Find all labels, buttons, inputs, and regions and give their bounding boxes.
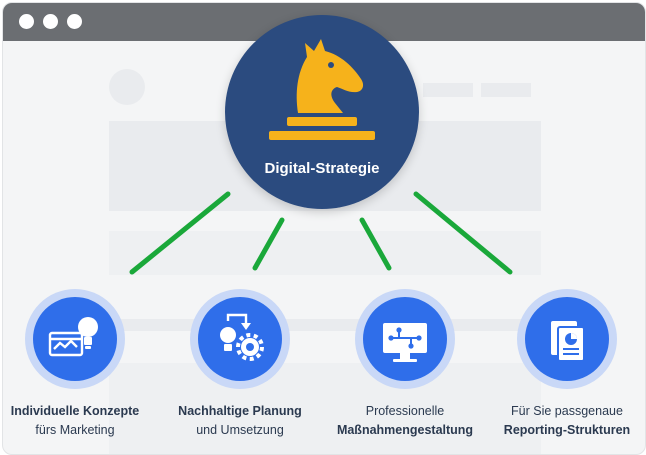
caption-planning: Nachhaltige Planung und Umsetzung	[155, 402, 325, 440]
node-planning	[190, 289, 290, 389]
caption-title: Für Sie passgenaue	[511, 404, 623, 418]
ghost-nav	[481, 83, 531, 97]
report-chart-icon	[551, 321, 585, 362]
caption-concepts: Individuelle Konzepte fürs Marketing	[0, 402, 160, 440]
connector-line	[359, 217, 392, 271]
caption-subtitle: fürs Marketing	[35, 423, 115, 437]
digital-strategy-node: Digital-Strategie	[225, 15, 419, 209]
connector-line	[252, 217, 285, 271]
caption-reporting: Für Sie passgenaue Reporting-Strukturen	[482, 402, 646, 440]
node-concepts	[25, 289, 125, 389]
center-label: Digital-Strategie	[264, 160, 380, 177]
window-dot	[43, 14, 58, 29]
ghost-footer	[109, 363, 541, 454]
caption-title: Individuelle Konzepte	[10, 404, 140, 418]
caption-title: Nachhaltige Planung	[178, 404, 302, 418]
caption-title: Professionelle	[365, 404, 445, 418]
window-dot	[67, 14, 82, 29]
monitor-network-icon	[383, 323, 427, 362]
chess-knight-icon	[269, 39, 375, 140]
caption-subtitle: Reporting-Strukturen	[503, 423, 631, 437]
caption-measures: Professionelle Maßnahmengestaltung	[320, 402, 490, 440]
node-reporting	[517, 289, 617, 389]
ghost-avatar	[109, 69, 145, 105]
ghost-nav	[423, 83, 473, 97]
planning-gear-icon	[220, 313, 264, 361]
window-dot	[19, 14, 34, 29]
connector-line	[129, 191, 231, 275]
caption-subtitle: und Umsetzung	[196, 423, 284, 437]
connector-line	[413, 191, 513, 275]
concept-lightbulb-icon	[48, 317, 98, 357]
caption-subtitle: Maßnahmengestaltung	[336, 423, 474, 437]
node-measures	[355, 289, 455, 389]
